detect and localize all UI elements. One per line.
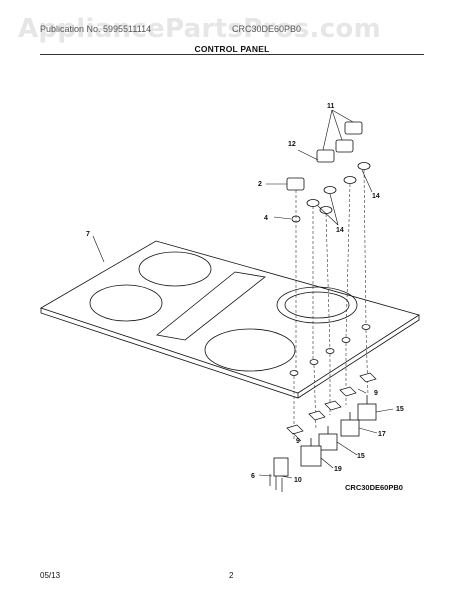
burner-front-right	[204, 328, 296, 372]
burner-front-left	[89, 284, 163, 322]
control-hole	[325, 348, 335, 354]
knob-bezel	[306, 199, 320, 207]
burner-rear-left	[138, 251, 212, 287]
callout-17: 17	[378, 431, 386, 438]
control-hole	[341, 337, 351, 343]
warming-zone	[156, 271, 266, 341]
publication-number: Publication No. 5995511114	[40, 24, 152, 34]
callout-9: 9	[296, 438, 300, 445]
knob	[335, 139, 354, 153]
header-model: CRC30DE60PB0	[232, 24, 302, 34]
burner-rear-right	[276, 286, 358, 324]
knob	[286, 177, 305, 191]
knob	[316, 149, 335, 163]
callout-12: 12	[288, 141, 296, 148]
callout-15: 15	[396, 406, 404, 413]
callout-19: 19	[334, 466, 342, 473]
callout-11: 11	[327, 103, 335, 110]
switch	[340, 419, 360, 437]
page-number: 2	[229, 571, 234, 580]
callout-10: 10	[294, 477, 302, 484]
callout-9: 9	[374, 390, 378, 397]
switch	[318, 433, 338, 451]
cooktop-glass	[40, 240, 420, 394]
switch	[357, 403, 377, 421]
section-title: CONTROL PANEL	[194, 44, 270, 54]
knob-bezel	[357, 162, 371, 170]
switch	[273, 457, 289, 477]
callout-14: 14	[372, 193, 380, 200]
watermark: AppliancePartsPros.com	[18, 14, 381, 44]
callout-4: 4	[264, 215, 268, 222]
knob-bezel	[343, 176, 357, 184]
control-hole	[309, 359, 319, 365]
callout-2: 2	[258, 181, 262, 188]
model-code: CRC30DE60PB0	[345, 483, 403, 492]
switch	[300, 445, 322, 467]
callout-15: 15	[357, 453, 365, 460]
callout-6: 6	[251, 473, 255, 480]
header-rule	[40, 54, 424, 55]
footer-date: 05/13	[40, 571, 61, 580]
callout-7: 7	[86, 231, 90, 238]
control-hole	[289, 370, 299, 376]
knob-bezel	[323, 186, 337, 194]
callout-14: 14	[336, 227, 344, 234]
control-hole	[361, 324, 371, 330]
knob	[344, 121, 363, 135]
